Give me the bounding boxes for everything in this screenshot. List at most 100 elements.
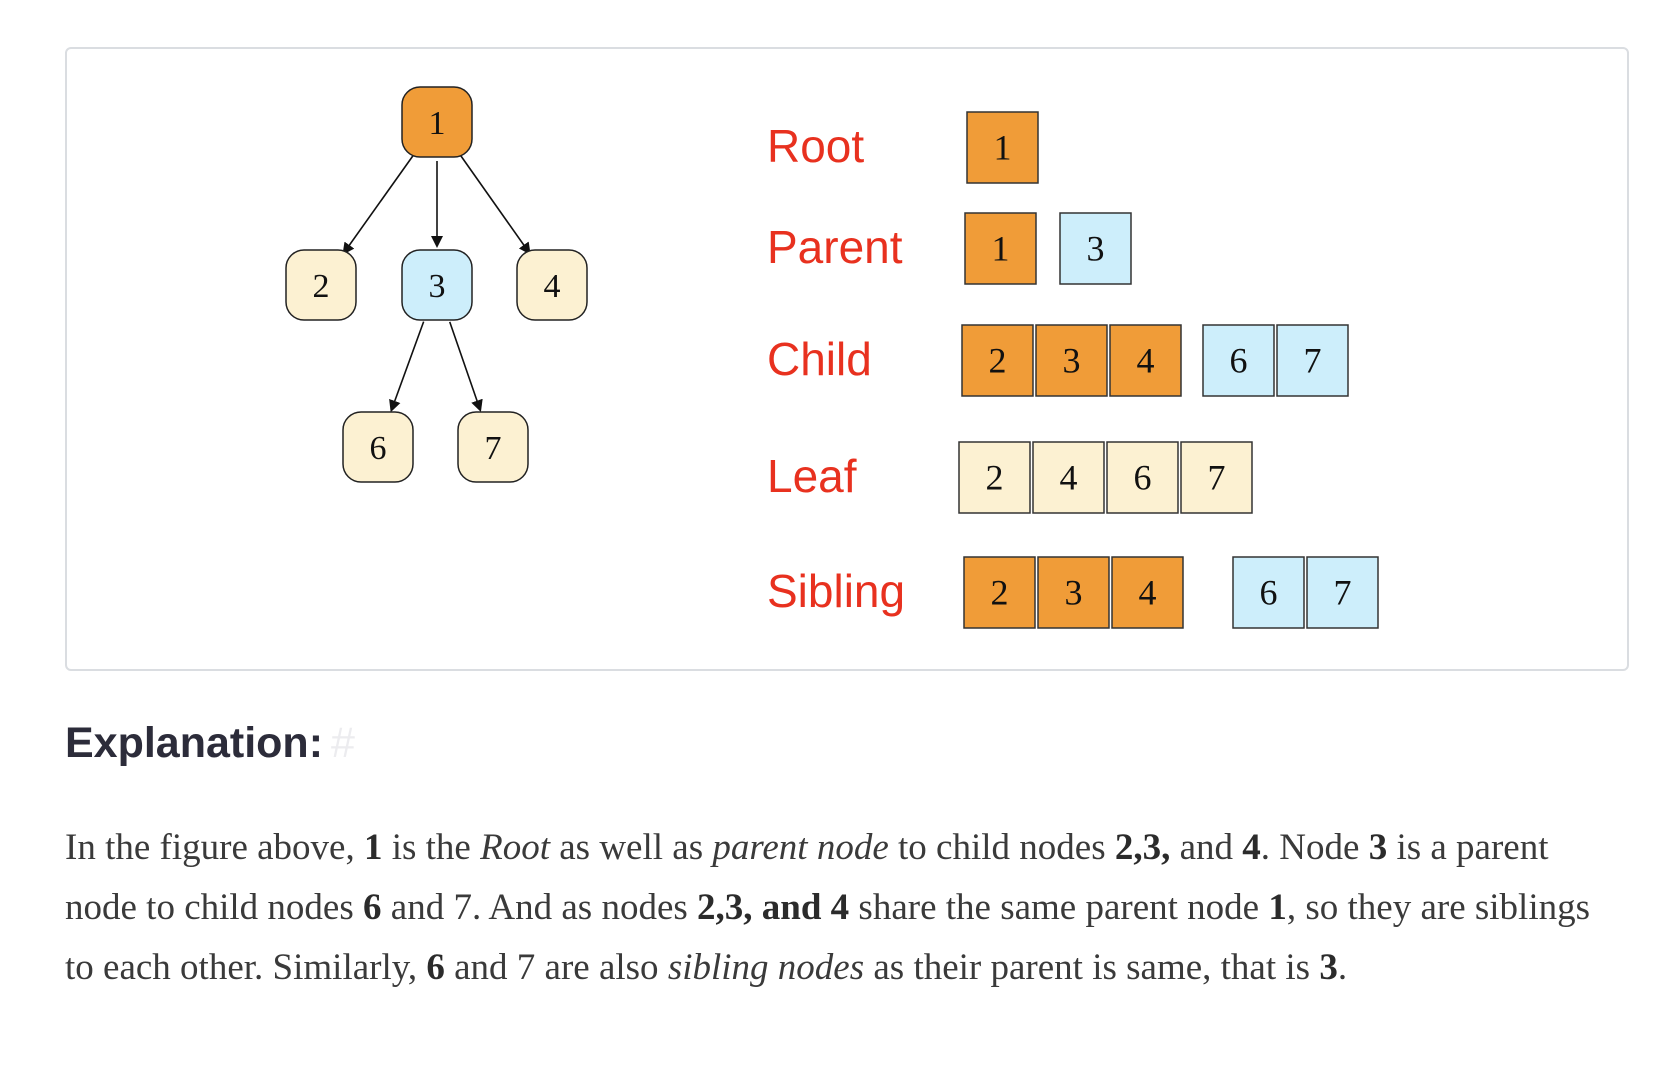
tree-node-1: 1 xyxy=(401,86,473,158)
tree-node-box xyxy=(401,249,473,321)
legend-group: 1 xyxy=(964,212,1037,285)
legend-cell-label: 1 xyxy=(994,128,1012,168)
legend-group: 2 4 6 7 xyxy=(958,441,1253,514)
legend-row-parent: Parent 1 3 xyxy=(767,212,1132,285)
legend-row-leaf: Leaf 2 4 6 7 xyxy=(767,441,1253,514)
tree-node-box xyxy=(457,411,529,483)
tree-node-4: 4 xyxy=(516,249,588,321)
legend-label: Root xyxy=(767,120,864,172)
explanation-paragraph: In the figure above, 1 is the Root as we… xyxy=(65,818,1625,998)
legend-cell xyxy=(963,556,1036,629)
legend-cell-label: 2 xyxy=(991,573,1009,613)
tree-node-6: 6 xyxy=(342,411,414,483)
legend-cell-label: 7 xyxy=(1208,458,1226,498)
edge-n3-n6 xyxy=(389,321,425,413)
tree-edges xyxy=(342,153,531,413)
legend-label: Leaf xyxy=(767,450,857,502)
tree-node-7: 7 xyxy=(457,411,529,483)
legend-cell-label: 4 xyxy=(1060,458,1078,498)
legend-cell-label: 6 xyxy=(1260,573,1278,613)
legend-cell-label: 4 xyxy=(1137,341,1155,381)
legend-cell-label: 3 xyxy=(1087,229,1105,269)
tree-node-label: 2 xyxy=(313,268,330,305)
edge-n1-n2 xyxy=(342,153,416,255)
explanation-segment: , so they are siblings to each other. Si… xyxy=(65,887,1590,988)
legend-cell xyxy=(958,441,1031,514)
tree-node-box xyxy=(342,411,414,483)
tree-node-box xyxy=(516,249,588,321)
explanation-heading-text: Explanation: xyxy=(65,719,324,767)
legend-cell-label: 7 xyxy=(1334,573,1352,613)
explanation-segment: 1 xyxy=(363,827,383,868)
explanation-segment: to child nodes xyxy=(888,827,1115,868)
explanation-segment: . xyxy=(1337,947,1348,988)
explanation-segment: 2,3, xyxy=(1114,827,1171,868)
legend-cell-label: 3 xyxy=(1063,341,1081,381)
legend-cell xyxy=(1232,556,1305,629)
legend-cell xyxy=(1111,556,1184,629)
explanation-segment: share the same parent node xyxy=(849,887,1269,928)
tree-node-label: 7 xyxy=(485,430,502,467)
explanation-segment: as well as xyxy=(550,827,713,868)
legend-label: Sibling xyxy=(767,565,905,617)
legend-cell xyxy=(1106,441,1179,514)
explanation-segment: 2,3, and 4 xyxy=(697,887,850,928)
explanation-segment: 6 xyxy=(426,947,445,988)
legend-group: 3 xyxy=(1059,212,1132,285)
tree-node-label: 3 xyxy=(429,268,446,305)
explanation-segment: sibling nodes xyxy=(667,947,865,988)
legend-cell xyxy=(1109,324,1182,397)
explanation-segment: 3 xyxy=(1368,827,1388,868)
explanation-segment: as their parent is same, that is xyxy=(864,947,1320,988)
explanation-segment: and 7. And as nodes xyxy=(381,887,698,928)
legend-cell xyxy=(966,111,1039,184)
legend-cell xyxy=(1202,324,1275,397)
legend-cell xyxy=(964,212,1037,285)
explanation-segment: is a parent node to child nodes xyxy=(65,827,1549,928)
legend-cell xyxy=(1032,441,1105,514)
explanation-segment: and xyxy=(1170,827,1243,868)
explanation-segment: 1 xyxy=(1268,887,1287,928)
legend-row-root: Root 1 xyxy=(767,111,1039,184)
explanation-segment: 3 xyxy=(1319,947,1338,988)
legend-cell-label: 6 xyxy=(1134,458,1152,498)
explanation-segment: is the xyxy=(382,827,481,868)
explanation-segment: and 7 are also xyxy=(444,947,668,988)
legend-cell-label: 1 xyxy=(992,229,1010,269)
tree-nodes: 1 2 3 4 6 7 xyxy=(285,86,588,483)
edge-n1-n4 xyxy=(458,153,531,255)
explanation-segment: Root xyxy=(480,827,550,868)
tree-node-box xyxy=(401,86,473,158)
explanation-segment: In the figure above, xyxy=(65,827,364,868)
legend-cell xyxy=(1306,556,1379,629)
tree-node-label: 1 xyxy=(429,105,446,142)
legend-cell xyxy=(1180,441,1253,514)
tree-node-label: 6 xyxy=(370,430,387,467)
legend-cell-label: 7 xyxy=(1304,341,1322,381)
legend-cell xyxy=(961,324,1034,397)
explanation-segment: parent node xyxy=(712,827,889,868)
legend-group: 1 xyxy=(966,111,1039,184)
legend-label: Parent xyxy=(767,221,903,273)
edge-n3-n7 xyxy=(448,321,483,413)
explanation-heading: Explanation:# xyxy=(65,722,355,765)
tree-node-label: 4 xyxy=(544,268,561,305)
legend-cell xyxy=(1276,324,1349,397)
legend-cell-label: 3 xyxy=(1065,573,1083,613)
legend-cell-label: 2 xyxy=(986,458,1004,498)
tree-node-2: 2 xyxy=(285,249,357,321)
legend-label: Child xyxy=(767,333,872,385)
legend-cell xyxy=(1059,212,1132,285)
legend-cell xyxy=(1037,556,1110,629)
legend-group: 2 3 4 xyxy=(961,324,1182,397)
legend-cell-label: 2 xyxy=(989,341,1007,381)
heading-anchor-link[interactable]: # xyxy=(331,719,355,767)
